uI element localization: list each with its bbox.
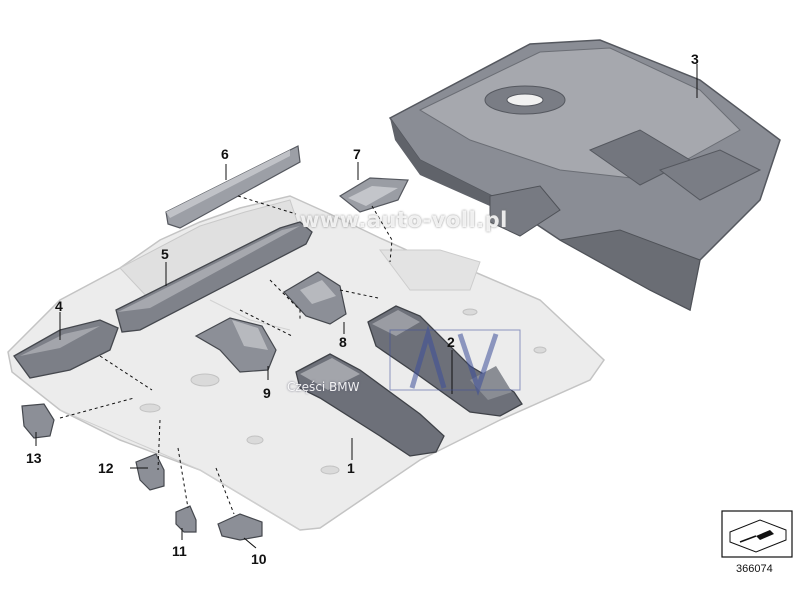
part-6-reinforcement [165,145,301,229]
watermark-logo [389,325,521,396]
part-9-bracket [194,317,277,373]
callout-11: 11 [172,543,187,559]
reference-number: 366074 [736,563,773,575]
orientation-icon [721,510,793,558]
floor-pan [7,195,605,531]
part-10-bracket [217,513,263,541]
callout-7: 7 [353,146,361,162]
part-4-side-member [13,319,119,379]
part-1-rail [295,353,445,457]
callout-12: 12 [98,460,114,476]
callout-10: 10 [251,551,267,567]
part-12-bracket [135,453,165,491]
part-8-bracket [283,271,347,325]
callout-4: 4 [55,298,63,314]
callout-2: 2 [447,334,455,350]
callout-3: 3 [691,51,699,67]
part-13-bracket [21,403,55,439]
dashed-assembly-lines [59,195,393,515]
callout-5: 5 [161,246,169,262]
callout-8: 8 [339,334,347,350]
part-11-bracket [175,505,197,533]
part-5-sill [115,221,313,333]
callout-6: 6 [221,146,229,162]
leader-lines [35,64,698,549]
watermark-brand-text: Części BMW [287,380,360,394]
callout-1: 1 [347,460,355,476]
watermark-site-text: www.auto-voll.pl [300,208,508,232]
callout-9: 9 [263,385,271,401]
callout-13: 13 [26,450,42,466]
part-7-bracket [338,177,409,213]
rear-floor-panel [388,39,781,312]
